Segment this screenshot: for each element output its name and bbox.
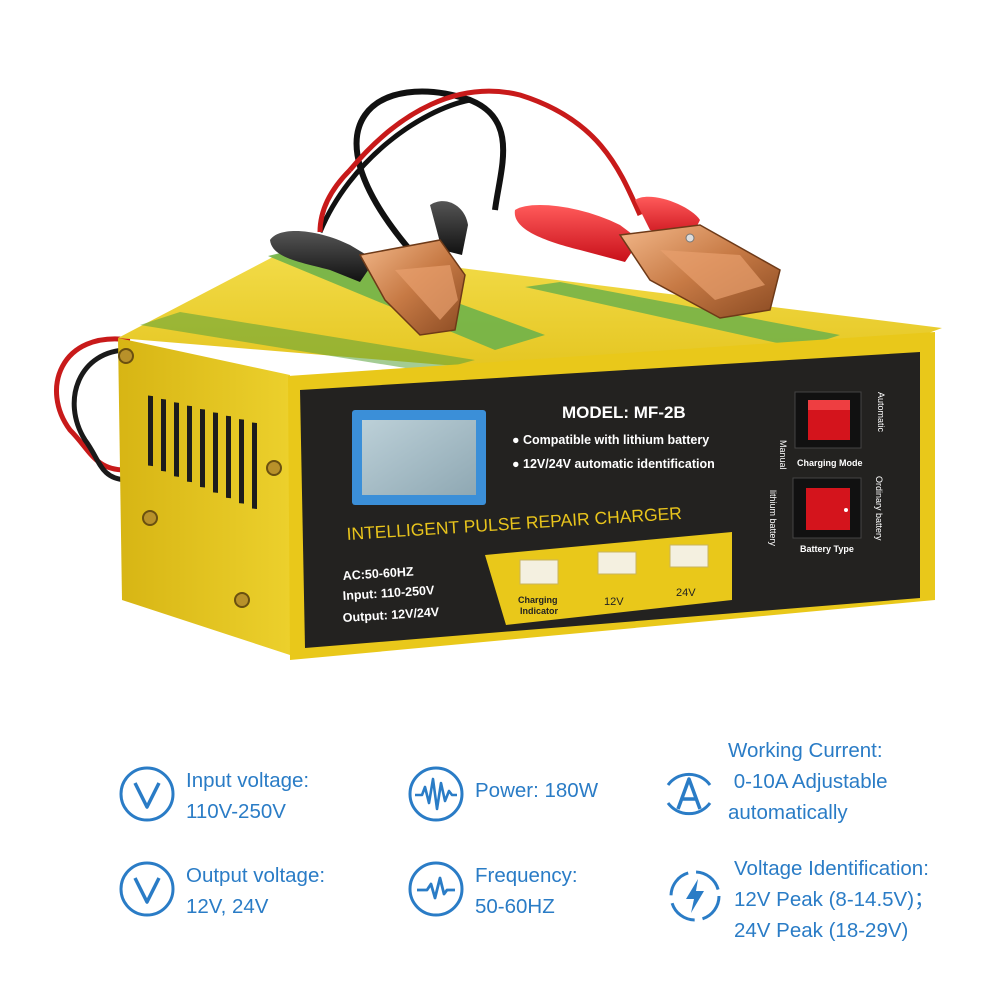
rating-ac: AC:50-60HZ [342, 565, 414, 583]
top-green-stripe-right [525, 282, 840, 348]
spec-list: Input voltage: 110V-250V Power: 180W Wor… [0, 725, 1000, 1000]
indicator-12v-label: 12V [604, 596, 624, 608]
spec-text-line: Power: 180W [475, 779, 599, 802]
battery-type-right-label: Ordinary battery [874, 476, 884, 541]
power-wave-icon [408, 766, 464, 822]
spec-text-line: 12V Peak (8-14.5V)； [734, 888, 935, 911]
spec-text-line: 12V, 24V [186, 895, 269, 918]
spec-working-current: Working Current: 0-10A Adjustable automa… [660, 735, 888, 828]
feature-line-1: ● Compatible with lithium battery [512, 433, 709, 447]
indicator-24v-label: 24V [676, 587, 696, 599]
lcd-display [352, 410, 486, 505]
spec-input-voltage: Input voltage: 110V-250V [118, 765, 309, 827]
red-clamp-cable-2 [317, 168, 352, 233]
charging-mode-right-label: Automatic [876, 392, 886, 433]
feature-line-2: ● 12V/24V automatic identification [512, 457, 715, 471]
battery-type-label: Battery Type [800, 544, 854, 554]
voltage-v-icon [119, 861, 175, 917]
power-cord-black [71, 347, 129, 483]
black-clamp-cable-2 [317, 97, 471, 233]
rating-input: Input: 110-250V [342, 583, 435, 603]
spec-text-line: 110V-250V [186, 800, 286, 823]
spec-output-voltage: Output voltage: 12V, 24V [118, 860, 325, 922]
spec-text-line: 24V Peak (18-29V) [734, 919, 909, 942]
spec-text-line: 0-10A Adjustable [728, 770, 888, 793]
spec-text-line: Frequency: [475, 864, 578, 887]
spec-voltage-identification: Voltage Identification: 12V Peak (8-14.5… [666, 853, 935, 946]
rating-output: Output: 12V/24V [342, 605, 440, 625]
red-clamp[interactable] [514, 196, 781, 319]
charging-indicator-label-1: Charging [518, 595, 558, 605]
spec-text-line: Output voltage: [186, 864, 326, 887]
spec-text-line: automatically [728, 801, 848, 824]
spec-text-line: Voltage Identification: [734, 857, 929, 880]
model-label: MODEL: MF-2B [562, 403, 686, 422]
voltage-v-icon [119, 766, 175, 822]
black-clamp[interactable] [270, 201, 468, 336]
frequency-pulse-icon [408, 861, 464, 917]
side-vents [148, 395, 257, 510]
charging-mode-switch[interactable] [794, 391, 862, 449]
charger-left-side [118, 338, 290, 655]
charging-indicator-label-2: Indicator [520, 606, 559, 616]
black-clamp-cable [353, 88, 507, 252]
spec-power: Power: 180W [407, 765, 598, 823]
spec-text-line: Working Current: [728, 739, 883, 762]
spec-text-line: 50-60HZ [475, 895, 555, 918]
charging-mode-left-label: Manual [778, 440, 788, 470]
charging-mode-label: Charging Mode [797, 458, 863, 468]
lightning-icon [669, 870, 721, 922]
side-screws [118, 348, 282, 608]
battery-type-left-label: lithium battery [768, 490, 778, 547]
red-clamp-cable [348, 88, 643, 217]
battery-type-switch[interactable] [792, 477, 862, 539]
indicator-lights [519, 544, 709, 585]
product-image: MODEL: MF-2B ● Compatible with lithium b… [54, 88, 942, 660]
top-green-stripe-far [140, 312, 475, 372]
current-a-icon [666, 772, 712, 816]
spec-frequency: Frequency: 50-60HZ [407, 860, 578, 922]
spec-text-line: Input voltage: [186, 769, 310, 792]
